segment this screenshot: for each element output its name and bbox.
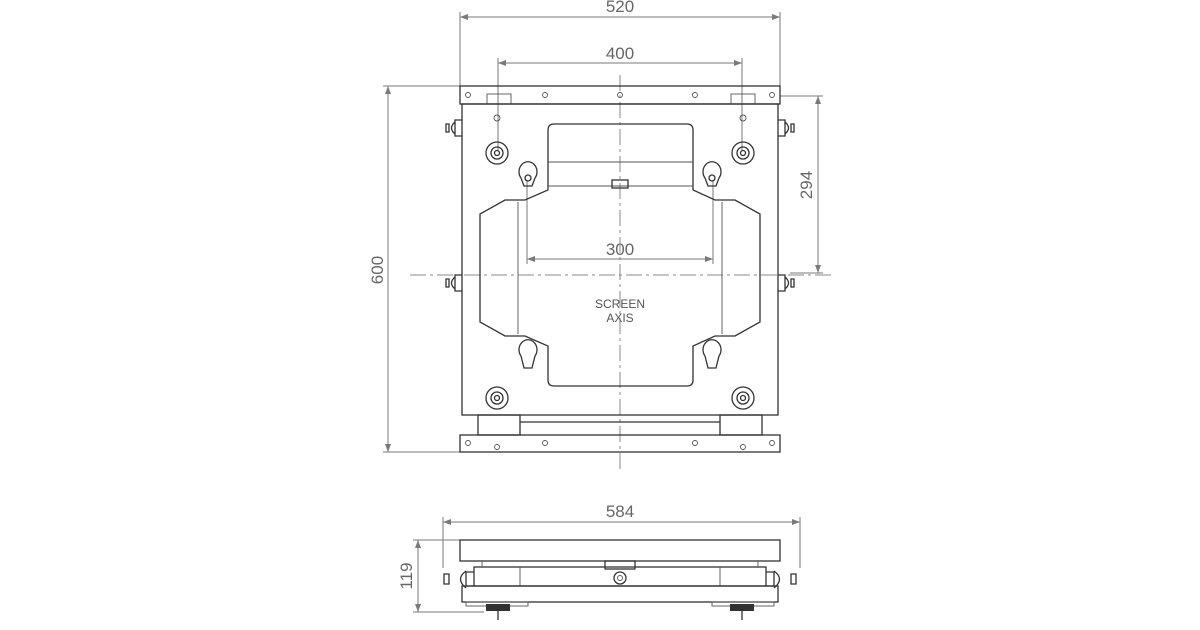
- axis-label: AXIS: [606, 311, 633, 325]
- adjust-knob: [730, 604, 754, 611]
- center-clip: [611, 179, 629, 189]
- dimension-label: 294: [797, 171, 816, 199]
- side-handles: [445, 119, 795, 292]
- keyhole-slots: [518, 161, 722, 369]
- side-view: [443, 539, 797, 620]
- dimension-119: 119: [397, 539, 484, 613]
- dimension-label: 600: [368, 256, 387, 284]
- adjust-knob: [486, 604, 510, 611]
- dimension-294: 294: [780, 95, 823, 274]
- front-view: SCREEN AXIS: [445, 85, 795, 453]
- dimension-600: 600: [368, 85, 460, 453]
- dimension-584: 584: [442, 502, 801, 568]
- bottom-bar: [459, 434, 781, 453]
- center-cutout: [479, 123, 761, 387]
- screen-label: SCREEN: [595, 297, 645, 311]
- dimension-label: 119: [397, 562, 416, 589]
- dimension-label: 520: [606, 0, 634, 16]
- dimension-label: 584: [606, 502, 634, 521]
- dimension-label: 400: [606, 44, 634, 63]
- dimension-520: 520: [459, 0, 781, 86]
- mounting-knobs: [485, 114, 755, 410]
